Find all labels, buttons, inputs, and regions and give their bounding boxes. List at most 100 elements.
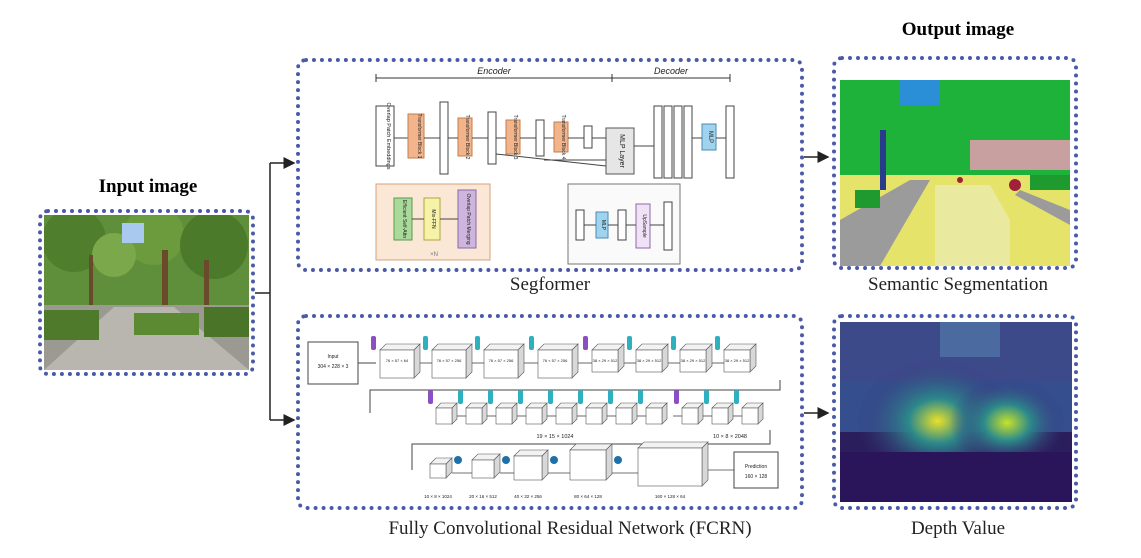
fcrn-row3-size-label: 10 × 8 × 1024	[424, 494, 452, 499]
fcrn-row2-block	[585, 402, 608, 425]
semantic-segmentation-map	[840, 80, 1070, 266]
upsample-icon	[454, 456, 462, 464]
detail-mlp-label: MLP	[600, 220, 606, 231]
efficient-self-attn-label: Efficient Self-Attn	[401, 200, 407, 238]
fcrn-row1-size-label: 38 × 29 × 512	[637, 358, 662, 363]
decoder-label: Decoder	[654, 66, 689, 76]
fcrn-row3-size-label: 80 × 64 × 128	[574, 494, 602, 499]
fcrn-row1-size-label: 38 × 29 × 512	[593, 358, 618, 363]
fcrn-row2-layer-badge	[638, 390, 643, 404]
fcrn-row1-layer-badge	[671, 336, 676, 350]
encoder-label: Encoder	[477, 66, 512, 76]
fcrn-row2-size-b: 10 × 8 × 2048	[713, 434, 747, 440]
overlap-patch-merging-label: Overlap Patch Merging	[465, 193, 471, 244]
fcrn-row2-block	[645, 402, 668, 425]
fcrn-row3-block	[569, 443, 613, 481]
fcrn-row2-size-a: 19 × 15 × 1024	[536, 434, 573, 440]
depth-frame	[832, 314, 1078, 510]
fcrn-row1-size-label: 76 × 57 × 256	[543, 358, 568, 363]
transformer-block-3-label: Transformer Block 3	[512, 115, 518, 160]
fcrn-row1-layer-badge	[475, 336, 480, 350]
input-image-frame	[38, 209, 255, 376]
fcrn-prediction	[733, 451, 779, 489]
fcrn-diagram: Input 304 × 228 × 3 76 × 57 × 64 76 × 57 …	[307, 336, 781, 499]
depth-caption: Depth Value	[910, 518, 1006, 539]
fcrn-row2-layer-badge	[734, 390, 739, 404]
segformer-diagram: Encoder Decoder Overlap Patch Embeddings…	[375, 66, 735, 265]
upsample-icon	[614, 456, 622, 464]
upsample-icon	[550, 456, 558, 464]
fcrn-row2-block	[615, 402, 638, 425]
fcrn-row2-layer-badge	[704, 390, 709, 404]
fcrn-row2-layer-badge	[608, 390, 613, 404]
fcrn-prediction-label: Prediction	[745, 464, 767, 470]
semantic-segmentation-frame	[832, 56, 1078, 270]
transformer-block-2	[457, 117, 473, 157]
transformer-block-3	[505, 119, 521, 155]
fcrn-row2-layer-badge	[518, 390, 523, 404]
transformer-block-1	[407, 113, 425, 159]
upsample-label: UpSample	[641, 214, 647, 238]
fcrn-row2-block	[435, 402, 458, 425]
block-nx-label: ×N	[430, 252, 438, 258]
fcrn-input-size: 304 × 228 × 3	[318, 364, 349, 370]
fcrn-row1-layer-badge	[371, 336, 376, 350]
fcrn-row1-layer-badge	[423, 336, 428, 350]
fcrn-row3-block	[429, 457, 453, 479]
fcrn-row2-layer-badge	[428, 390, 433, 404]
fcrn-row1-block	[591, 343, 625, 373]
fcrn-row1-block	[679, 343, 713, 373]
fcrn-row1-block	[537, 343, 579, 379]
input-park-photo	[44, 215, 249, 370]
decoder-mlp	[701, 123, 717, 151]
mlp-layer	[605, 127, 635, 175]
fcrn-row2-block	[465, 402, 488, 425]
fcrn-row2-layer-badge	[674, 390, 679, 404]
decoder-mlp-label: MLP	[707, 131, 713, 143]
fcrn-caption: Fully Convolutional Residual Network (FC…	[388, 518, 752, 539]
fcrn-row2-block	[495, 402, 518, 425]
fcrn-row2-layer-badge	[488, 390, 493, 404]
fcrn-input-label: Input	[327, 354, 339, 360]
fcrn-row2-block	[525, 402, 548, 425]
fcrn-prediction-size: 160 × 128	[745, 474, 768, 480]
fcrn-row1-size-label: 76 × 57 × 256	[489, 358, 514, 363]
fcrn-row2-block	[711, 402, 734, 425]
fcrn-row1-block	[431, 343, 473, 379]
fcrn-row2-block	[741, 402, 764, 425]
output-image-title: Output image	[901, 19, 1015, 40]
fcrn-input	[307, 341, 359, 385]
fcrn-row1-block	[379, 343, 421, 379]
fcrn-row1-layer-badge	[627, 336, 632, 350]
segformer-caption: Segformer	[509, 274, 591, 295]
transformer-block-4-label: Transformer Block 4	[560, 115, 566, 160]
fcrn-row2-block	[681, 402, 704, 425]
fcrn-row2-block	[555, 402, 578, 425]
fcrn-row1-layer-badge	[715, 336, 720, 350]
fcrn-row3-size-label: 160 × 128 × 64	[655, 494, 686, 499]
overlap-patch-embeddings	[375, 105, 395, 167]
fcrn-row3-size-label: 40 × 32 × 256	[514, 494, 542, 499]
fcrn-row3-block	[471, 453, 501, 479]
transformer-block-1-label: Transformer Block 1	[416, 114, 422, 159]
fcrn-row2-layer-badge	[458, 390, 463, 404]
overlap-patch-embeddings-label: Overlap Patch Embeddings	[385, 103, 391, 170]
fcrn-frame: Input 304 × 228 × 3 76 × 57 × 64 76 × 57 …	[296, 314, 804, 510]
fcrn-row1-size-label: 76 × 57 × 64	[386, 358, 409, 363]
fcrn-row1-size-label: 38 × 29 × 512	[681, 358, 706, 363]
fcrn-row1-block	[483, 343, 525, 379]
transformer-block-2-label: Transformer Block 2	[464, 115, 470, 160]
upsample	[635, 203, 651, 249]
fcrn-row1-size-label: 76 × 57 × 256	[437, 358, 462, 363]
fcrn-row1-size-label: 38 × 29 × 512	[725, 358, 750, 363]
semantic-segmentation-caption: Semantic Segmentation	[868, 274, 1048, 295]
fcrn-row1-layer-badge	[529, 336, 534, 350]
input-image-title: Input image	[98, 176, 198, 197]
fcrn-row2-layer-badge	[548, 390, 553, 404]
fcrn-row3-block	[637, 441, 709, 487]
fcrn-row3-block	[513, 449, 549, 481]
depth-map	[840, 322, 1072, 502]
upsample-icon	[502, 456, 510, 464]
fcrn-row3-size-label: 20 × 16 × 512	[469, 494, 497, 499]
